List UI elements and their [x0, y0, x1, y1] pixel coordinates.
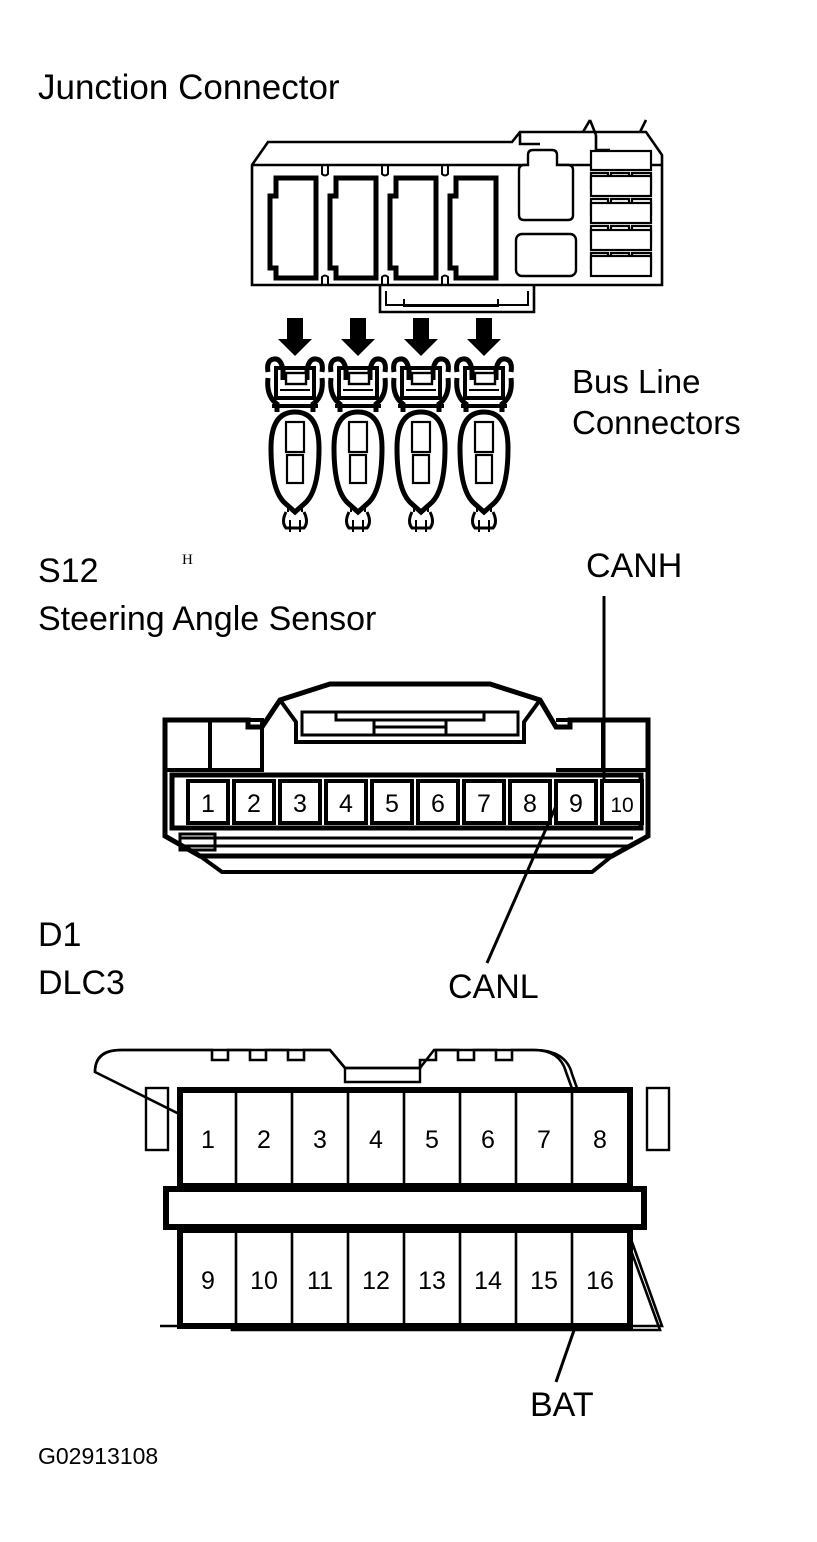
dlc3-pin-number: 15	[530, 1267, 558, 1295]
dlc3-pin-number: 5	[425, 1126, 439, 1154]
s12-pin-cell	[600, 779, 644, 825]
dlc3-pin-number: 1	[201, 1126, 215, 1154]
s12-pin-number: 7	[477, 790, 491, 818]
canh-callout-label: CANH	[586, 547, 683, 585]
s12-pin-cell	[186, 779, 230, 825]
s12-pin-number: 4	[339, 790, 353, 818]
s12-pin-number: 3	[293, 790, 307, 818]
insertion-arrows	[278, 318, 501, 356]
junction-connector-cell-grid	[589, 149, 653, 278]
s12-pin-number: 10	[610, 794, 633, 817]
dlc3-pin-dividers	[234, 1090, 574, 1326]
s12-pin-number: 5	[385, 790, 399, 818]
s12-pin-cell	[370, 779, 414, 825]
figure-code: G02913108	[38, 1443, 159, 1469]
s12-pin-number: 8	[523, 790, 537, 818]
dlc3-pin-number: 9	[201, 1267, 215, 1295]
dlc3-pin-number: 14	[474, 1267, 502, 1295]
canl-callout-label: CANL	[448, 968, 539, 1006]
steering-angle-sensor-connector-graphic	[162, 681, 651, 874]
dlc3-pin-number: 8	[593, 1126, 607, 1154]
s12-pin-number: 1	[201, 790, 215, 818]
dlc3-bottom-row-pin-numbers: 9 10 11 12 13 14 15 16	[201, 1267, 614, 1295]
dlc3-pin-number: 6	[481, 1126, 495, 1154]
junction-connector-tabs	[321, 165, 449, 285]
steering-angle-sensor-pin-numbers: 1 2 3 4 5 6 7 8 9 10	[201, 790, 634, 818]
steering-angle-sensor-pins	[186, 779, 644, 825]
dlc3-pin-number: 2	[257, 1126, 271, 1154]
dlc3-pin-number: 10	[250, 1267, 278, 1295]
bus-line-connectors-label: Bus Line Connectors	[572, 361, 741, 444]
junction-connector-slots	[267, 175, 499, 281]
dlc3-pin-number: 11	[307, 1267, 333, 1295]
s12-pin-number: 2	[247, 790, 261, 818]
dlc3-top-row-pin-numbers: 1 2 3 4 5 6 7 8	[201, 1126, 607, 1154]
s12-pin-cell	[508, 779, 552, 825]
bus-line-label-line1: Bus Line	[572, 363, 701, 400]
dlc3-pin-number: 16	[586, 1267, 614, 1295]
steering-angle-sensor-code: S12	[38, 552, 99, 590]
bat-callout-label: BAT	[530, 1386, 594, 1424]
s12-pin-cell	[462, 779, 506, 825]
s12-pin-cell	[324, 779, 368, 825]
s12-pin-cell	[416, 779, 460, 825]
s12-pin-number: 6	[431, 790, 445, 818]
dlc3-name: DLC3	[38, 964, 125, 1002]
s12-pin-cell	[554, 779, 598, 825]
bus-line-connector-graphics	[265, 356, 514, 532]
bus-line-label-line2: Connectors	[572, 404, 741, 442]
s12-pin-cell	[232, 779, 276, 825]
s12-pin-number: 9	[569, 790, 583, 818]
stray-mark-icon: H	[182, 552, 193, 568]
s12-pin-cell	[278, 779, 322, 825]
dlc3-code: D1	[38, 916, 82, 954]
canl-leader-line	[485, 805, 558, 964]
page-title: Junction Connector	[38, 68, 340, 107]
steering-angle-sensor-name: Steering Angle Sensor	[38, 600, 377, 638]
dlc3-pin-number: 3	[313, 1126, 327, 1154]
junction-connector-keyway	[514, 148, 578, 278]
dlc3-pin-number: 7	[537, 1126, 551, 1154]
dlc3-pin-number: 4	[369, 1126, 383, 1154]
dlc3-pin-number: 13	[418, 1267, 446, 1295]
dlc3-pin-number: 12	[362, 1267, 390, 1295]
